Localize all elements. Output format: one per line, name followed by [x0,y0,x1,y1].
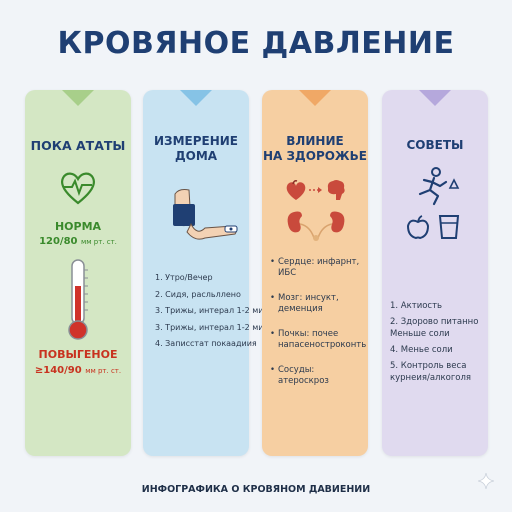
column-heading: ПОКА АТАТЫ [30,138,126,153]
normal-label: НОРМА [54,220,102,233]
steps-list: 1. Утро/Вечер 2. Сидя, расльллено 3. Три… [155,273,269,356]
column-heading: ВЛИНИЕ НА ЗДОРОЖЬЕ [263,134,367,163]
list-item: 2. Сидя, расльллено [155,289,241,299]
column-notch [299,90,331,106]
kidneys-icon [287,211,345,241]
normal-value: 120/80 мм рт. ст. [39,236,117,247]
page-title: КРОВЯНОЕ ДАВЛЕНИЕ [57,26,455,61]
list-item: 3. Трижы, интерал 1-2 мин [155,306,269,315]
list-item: 3. Трижы, интерал 1-2 мин [155,322,269,332]
arrow-icon [309,187,322,193]
effects-list: Сердце: инфарнт, ИБС Мозг: инсукт, демен… [270,257,366,401]
list-item: 5. Контроль веса курнеия/алкоголя [390,361,472,383]
list-item: 4. Записстат покаадиия [155,339,257,348]
running-person-icon [418,167,460,206]
list-item: Сосуды: атероскроз [270,365,366,387]
list-item: 4. Меньe соли [390,345,453,355]
high-label: ПОВЫГЕНОЕ [38,348,118,361]
column-heading: ИЗМЕРЕНИЕ ДОМА [154,134,238,163]
column-notch [180,90,212,106]
apple-icon [406,215,430,240]
list-item: Мозг: инсукт, деменция [270,293,366,315]
column-notch [62,90,94,106]
blood-pressure-cuff-icon [173,189,238,240]
sparkle-icon [478,473,494,489]
column-home-measurement: ИЗМЕРЕНИЕ ДОМА 1. Утро/Вечер 2. Сидя, ра… [143,90,269,456]
column-notch [419,90,451,106]
tips-list: 1. Актиость 2. Здоровo питанно Меньше со… [390,300,490,388]
list-item: 2. Здоровo питанно Меньше соли [390,317,479,339]
column-health-impact: ВЛИНИЕ НА ЗДОРОЖЬЕ Сердце: инфарнт, ИБС … [262,90,368,456]
list-item: 1. Утро/Вечер [155,273,213,282]
brain-icon [327,180,345,200]
column-tips: СОВЕТЫ 1. Актиость 2. Здоровo питанно Ме… [382,90,488,456]
thermometer-icon [68,259,88,340]
column-norms: ПОКА АТАТЫ НОРМА 120/80 мм рт. ст. ПОВЫГ… [25,90,131,456]
list-item: Почкы: почее напасеностроконть [270,329,366,351]
footer-caption: ИНФОГРАФИКА О КРОВЯНОМ ДАВИЕНИИ [141,484,371,495]
water-glass-icon [438,215,460,239]
heart-pulse-icon [61,172,95,205]
high-value: ≥140/90 мм рт. ст. [34,365,122,376]
heart-organ-icon [286,180,306,200]
list-item: 1. Актиость [390,301,443,311]
list-item: Сердце: инфарнт, ИБС [270,257,366,279]
column-heading: СОВЕТЫ [406,138,464,152]
